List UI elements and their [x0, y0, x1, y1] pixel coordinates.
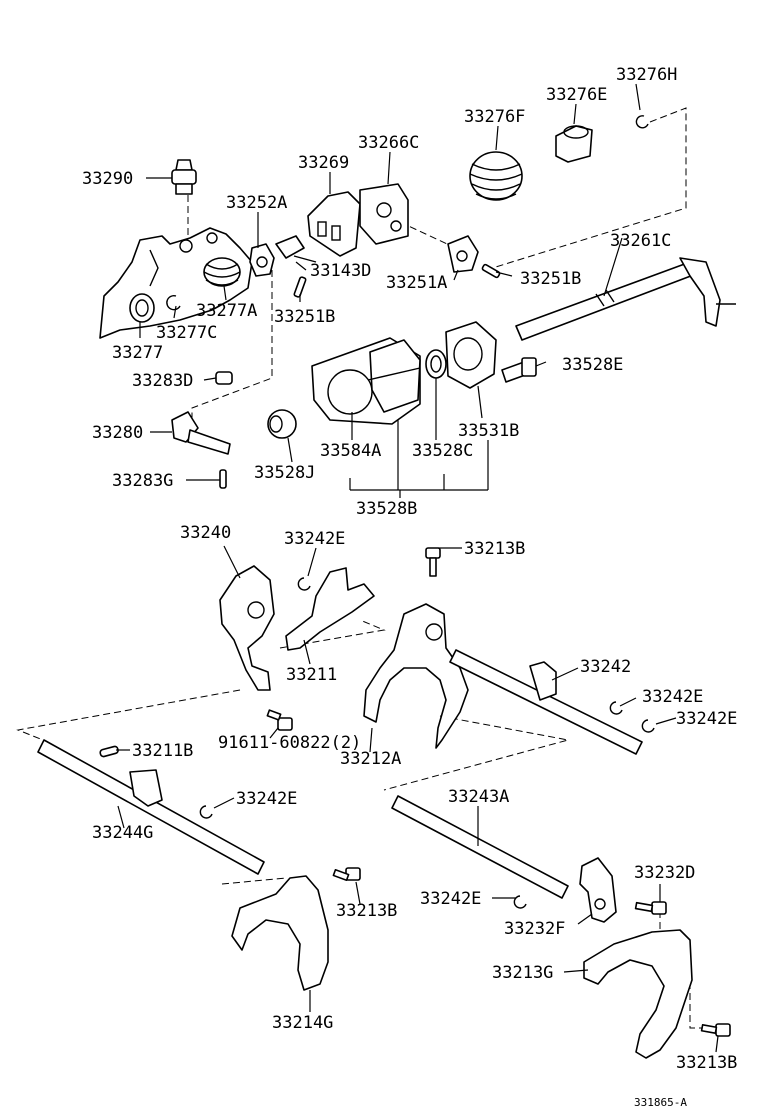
label-33266C: 33266C [358, 133, 419, 153]
label-33242E-c: 33242E [676, 709, 737, 729]
label-33276E: 33276E [546, 85, 607, 105]
label-33276F: 33276F [464, 107, 525, 127]
label-33232D: 33232D [634, 863, 695, 883]
bolt-33528E [501, 357, 537, 383]
label-91611-60822: 91611-60822(2) [218, 733, 361, 753]
label-33528C: 33528C [412, 441, 473, 461]
label-33213B-a: 33213B [464, 539, 525, 559]
pin-33251B-left [293, 276, 307, 298]
spring-33277A [203, 257, 241, 287]
pin-33251B-right [481, 263, 501, 279]
spring-33276F [469, 151, 523, 201]
shift-fork-33214G [231, 875, 329, 991]
label-33277C: 33277C [156, 323, 217, 343]
plate-33269 [307, 191, 361, 257]
label-33261C: 33261C [610, 231, 671, 251]
label-33213B-b: 33213B [336, 901, 397, 921]
bolt-33213B-c [700, 1023, 731, 1037]
block-33266C [359, 183, 409, 245]
label-33252A: 33252A [226, 193, 287, 213]
label-33242: 33242 [580, 657, 631, 677]
label-33283D: 33283D [132, 371, 193, 391]
shift-rail-33244G [37, 739, 265, 875]
label-33242E-b: 33242E [642, 687, 703, 707]
snap-ring-33242E-c [641, 719, 655, 733]
pin-33283G [219, 469, 227, 489]
label-33528E: 33528E [562, 355, 623, 375]
label-33214G: 33214G [272, 1013, 333, 1033]
label-33211B: 33211B [132, 741, 193, 761]
label-33242E-d: 33242E [236, 789, 297, 809]
label-33584A: 33584A [320, 441, 381, 461]
ring-33277C [166, 294, 181, 311]
shift-fork-33213G [583, 929, 693, 1059]
bolt-33213B-b [332, 867, 361, 882]
shift-head-33211 [285, 567, 375, 651]
housing-33531B [445, 321, 497, 389]
label-33277: 33277 [112, 343, 163, 363]
bolt-91611-60822 [266, 709, 293, 731]
label-33243A: 33243A [448, 787, 509, 807]
label-33277A: 33277A [196, 301, 257, 321]
label-33232F: 33232F [504, 919, 565, 939]
shift-rail-33243A [391, 795, 569, 899]
shaft-33261C [515, 257, 736, 341]
snap-ring-33242E-b [609, 701, 623, 715]
label-33251B-left: 33251B [274, 307, 335, 327]
breather-plug-33290 [171, 159, 197, 195]
bolt-33213B-a [425, 547, 441, 577]
label-33276H: 33276H [616, 65, 677, 85]
clip-33143D [275, 235, 317, 263]
assembly-guide-lines [16, 107, 704, 1029]
shift-rail-33242 [449, 649, 643, 755]
label-33531B: 33531B [458, 421, 519, 441]
collar-33276E [555, 125, 593, 163]
bushing-33528J [267, 409, 297, 439]
label-33280: 33280 [92, 423, 143, 443]
bolt-33232D [634, 901, 667, 915]
label-33240: 33240 [180, 523, 231, 543]
label-33211: 33211 [286, 665, 337, 685]
label-33269: 33269 [298, 153, 349, 173]
label-33242E-e: 33242E [420, 889, 481, 909]
lever-33252A [249, 243, 275, 277]
label-33528B: 33528B [356, 499, 417, 519]
label-33212A: 33212A [340, 749, 401, 769]
label-33244G: 33244G [92, 823, 153, 843]
snap-ring-33276H [635, 115, 649, 129]
diagram-reference-number: 331865-A [634, 1096, 687, 1109]
shaft-33280 [171, 411, 231, 455]
label-33283G: 33283G [112, 471, 173, 491]
shift-fork-33212A [363, 603, 469, 749]
plug-33277 [129, 293, 155, 323]
label-33290: 33290 [82, 169, 133, 189]
shift-head-33232F [579, 857, 617, 923]
label-33213B-c: 33213B [676, 1053, 737, 1073]
pin-33211B [99, 745, 119, 758]
snap-ring-33242E-d [199, 805, 213, 819]
part-labels: 33276H 33276E 33276F 33266C 33269 33290 … [82, 65, 737, 1109]
label-33143D: 33143D [310, 261, 371, 281]
retainer-33584A [311, 337, 421, 425]
leader-lines [116, 83, 719, 1053]
label-33213G: 33213G [492, 963, 553, 983]
shift-head-33240 [219, 565, 275, 691]
seal-33528C [425, 349, 447, 379]
label-33251A: 33251A [386, 273, 447, 293]
snap-ring-33242E-a [297, 577, 311, 591]
lever-33251A [447, 235, 479, 273]
snap-ring-33242E-e [513, 895, 527, 909]
plug-33283D [215, 371, 233, 385]
label-33528J: 33528J [254, 463, 315, 483]
label-33251B-right: 33251B [520, 269, 581, 289]
label-33242E-a: 33242E [284, 529, 345, 549]
